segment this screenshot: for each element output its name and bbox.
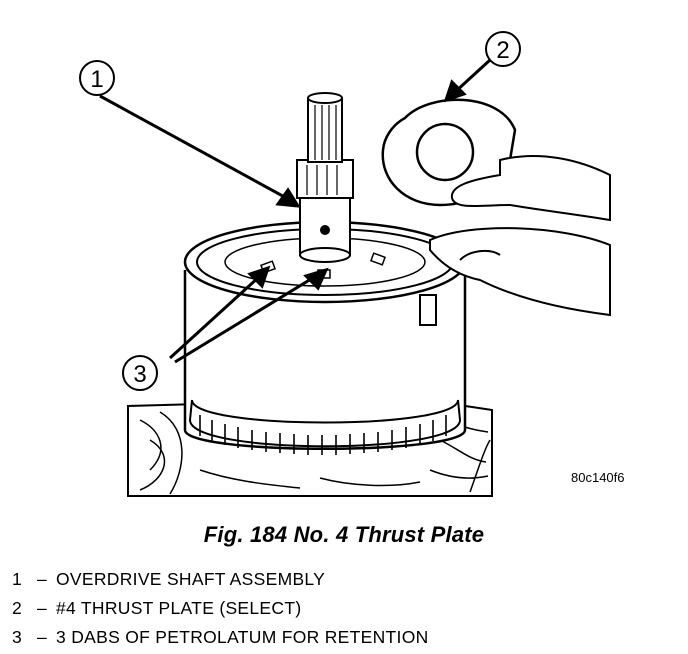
legend-label: OVERDRIVE SHAFT ASSEMBLY	[56, 569, 326, 589]
legend-dash: –	[36, 627, 48, 647]
figure-code: 80c140f6	[571, 470, 625, 485]
legend-number: 1	[12, 569, 23, 589]
callout-2: 2	[485, 31, 521, 67]
legend-dash: –	[36, 598, 48, 618]
legend-number: 3	[12, 627, 23, 647]
hands	[429, 154, 611, 317]
thrust-plate-illustration: 1 2 3	[79, 31, 611, 497]
leader-lines	[99, 58, 492, 364]
legend-number: 2	[12, 598, 23, 618]
overdrive-shaft	[296, 92, 354, 263]
legend-item: 2–#4 THRUST PLATE (SELECT)	[12, 594, 429, 623]
legend-label: #4 THRUST PLATE (SELECT)	[56, 598, 302, 618]
legend-item: 3–3 DABS OF PETROLATUM FOR RETENTION	[12, 623, 429, 652]
svg-text:1: 1	[90, 66, 103, 93]
svg-text:2: 2	[496, 37, 509, 64]
svg-text:3: 3	[133, 361, 146, 388]
figure-caption: Fig. 184 No. 4 Thrust Plate	[203, 522, 485, 547]
callout-3: 3	[122, 355, 158, 391]
legend-item: 1–OVERDRIVE SHAFT ASSEMBLY	[12, 565, 429, 594]
legend-label: 3 DABS OF PETROLATUM FOR RETENTION	[56, 627, 429, 647]
legend-dash: –	[36, 569, 48, 589]
legend-list: 1–OVERDRIVE SHAFT ASSEMBLY 2–#4 THRUST P…	[12, 565, 429, 652]
callout-1: 1	[79, 60, 115, 96]
